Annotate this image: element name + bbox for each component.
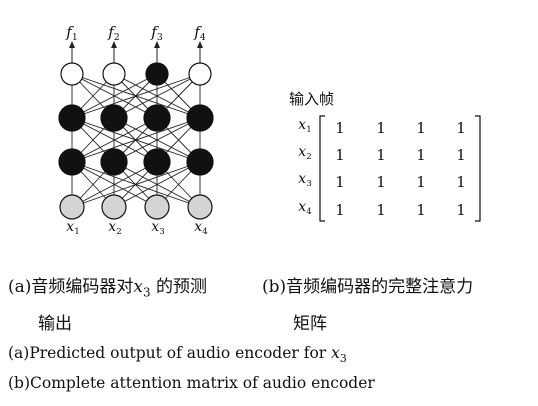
matrix-cell: 1 (335, 173, 345, 191)
caption-a-en-sub: 3 (339, 352, 347, 366)
hidden-node (100, 104, 128, 132)
matrix-row-label-3: x3 (298, 171, 311, 189)
caption-a-zh-line2: 输出 (38, 314, 72, 334)
matrix-cell: 1 (416, 201, 426, 219)
connection-line (71, 73, 158, 119)
matrix-cell: 1 (456, 201, 466, 219)
input-node (144, 194, 170, 220)
caption-a-zh-var: x (133, 277, 143, 297)
hidden-node (58, 104, 86, 132)
connection-line (113, 73, 201, 119)
network-nodes (58, 62, 214, 220)
hidden-node (186, 104, 214, 132)
matrix-cell: 1 (376, 201, 386, 219)
output-node (60, 62, 84, 86)
matrix-title: 输入帧 (289, 90, 334, 108)
hidden-node (100, 148, 128, 176)
input-label-3: x3 (151, 219, 164, 237)
matrix-cell: 1 (416, 146, 426, 164)
matrix-cell: 1 (416, 119, 426, 137)
arrow-head-icon (154, 41, 160, 48)
input-node (59, 194, 85, 220)
connection-line (71, 73, 201, 119)
output-arrows (69, 41, 203, 63)
matrix-right-bracket (475, 115, 481, 222)
input-node (101, 194, 127, 220)
matrix-cell: 1 (376, 119, 386, 137)
connection-line (71, 117, 158, 163)
output-node (188, 62, 212, 86)
input-node (187, 194, 213, 220)
matrix-cell: 1 (456, 173, 466, 191)
output-label-4: f4 (193, 23, 206, 43)
matrix-cell: 1 (335, 146, 345, 164)
output-label-1: f1 (65, 23, 77, 43)
matrix-cell: 1 (456, 146, 466, 164)
caption-b-zh: (b)音频编码器的完整注意力 (262, 277, 474, 297)
hidden-node (143, 148, 171, 176)
matrix-row-label-4: x4 (298, 199, 312, 217)
caption-a-en: (a)Predicted output of audio encoder for… (8, 344, 347, 365)
attention-matrix: 输入帧 x1 x2 x3 x4 1 1 1 1 1 1 1 1 1 1 1 1 1 1 1 1 (289, 90, 481, 222)
caption-b-zh-line2: 矩阵 (293, 314, 327, 334)
caption-a-zh-prefix: (a)音频编码器对 (8, 277, 134, 297)
caption-a-en-var: x (331, 344, 340, 362)
matrix-cell: 1 (456, 119, 466, 137)
input-label-4: x4 (194, 219, 208, 237)
input-label-2: x2 (108, 219, 121, 237)
output-label-3: f3 (150, 23, 163, 43)
output-label-2: f2 (107, 23, 119, 43)
matrix-cell: 1 (416, 173, 426, 191)
hidden-node (58, 148, 86, 176)
arrow-head-icon (197, 41, 203, 48)
input-label-1: x1 (66, 219, 79, 237)
connection-line (71, 117, 201, 163)
caption-a-en-prefix: (a)Predicted output of audio encoder for (8, 344, 332, 362)
caption-a-zh: (a)音频编码器对x3 的预测 (8, 272, 207, 299)
matrix-cell: 1 (376, 146, 386, 164)
output-node (102, 62, 126, 86)
arrow-head-icon (111, 41, 117, 48)
caption-a-zh-suffix: 的预测 (155, 277, 207, 297)
hidden-node (143, 104, 171, 132)
matrix-row-label-1: x1 (298, 117, 311, 135)
caption-a-zh-sub: 3 (143, 285, 151, 300)
matrix-cell: 1 (376, 173, 386, 191)
network-connections (71, 73, 201, 208)
arrow-head-icon (69, 41, 75, 48)
connection-line (71, 161, 201, 208)
output-node (145, 62, 169, 86)
matrix-left-bracket (319, 115, 325, 222)
connection-line (113, 117, 201, 163)
matrix-cell: 1 (335, 119, 345, 137)
connection-line (113, 161, 201, 208)
matrix-row-label-2: x2 (298, 144, 311, 162)
caption-b-en: (b)Complete attention matrix of audio en… (8, 374, 375, 392)
matrix-cell: 1 (335, 201, 345, 219)
connection-line (71, 161, 158, 208)
hidden-node (186, 148, 214, 176)
